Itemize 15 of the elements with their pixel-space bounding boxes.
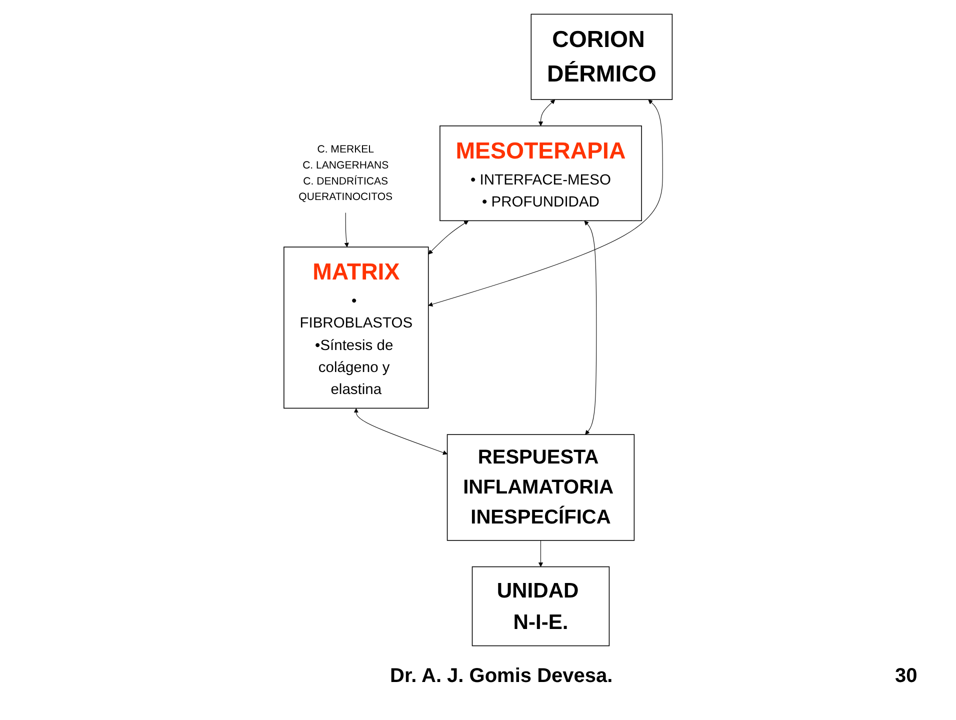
node-box: UNIDAD N-I-E. xyxy=(472,566,610,646)
page-number: 30 xyxy=(895,665,918,688)
arrow xyxy=(354,408,448,455)
arrow xyxy=(428,220,469,254)
node-box: MESOTERAPIA • INTERFACE-MESO • PROFUNDIDAD xyxy=(440,126,642,222)
node-text: C. MERKEL C. LANGERHANS C. DENDRÍTICAS QUERATINOCITOS xyxy=(299,144,393,203)
arrow xyxy=(584,220,598,435)
arrow xyxy=(538,540,544,567)
node-box: MATRIX • FIBROBLASTOS •Síntesis de colágeno y elastina xyxy=(284,246,430,409)
arrow xyxy=(344,212,350,248)
author-credit: Dr. A. J. Gomis Devesa. xyxy=(390,665,613,688)
node-box: RESPUESTA INFLAMATORIA INESPECÍFICA xyxy=(447,434,636,541)
arrow xyxy=(428,99,664,307)
arrow xyxy=(538,99,556,126)
node-box: CORION DÉRMICO xyxy=(531,14,674,100)
